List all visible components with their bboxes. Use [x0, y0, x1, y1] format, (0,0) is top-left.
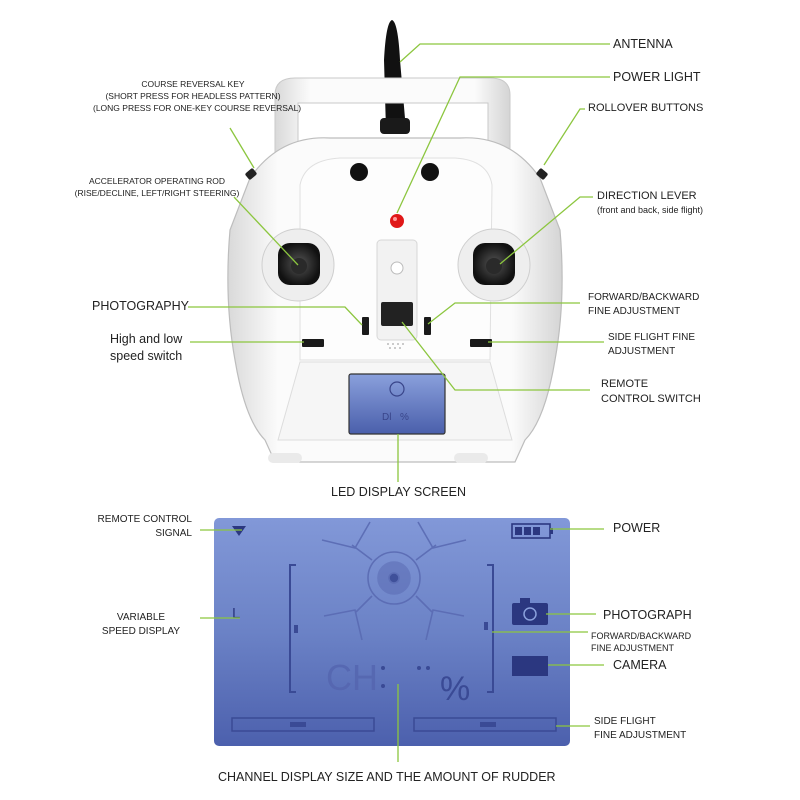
antenna-base — [380, 118, 410, 134]
channel-text: CH — [326, 657, 378, 698]
label-accelerator: ACCELERATOR OPERATING ROD (RISE/DECLINE,… — [74, 176, 240, 198]
label-antenna: ANTENNA — [613, 37, 673, 51]
label-variable-speed: VARIABLE SPEED DISPLAY — [101, 612, 181, 637]
shoulder-key-right[interactable] — [536, 168, 549, 181]
speed-display-char: L — [232, 605, 240, 622]
label-rollover-buttons: ROLLOVER BUTTONS — [588, 102, 704, 114]
label-camera: CAMERA — [613, 658, 667, 672]
label-photography: PHOTOGRAPHY — [92, 299, 190, 313]
rollover-button-right[interactable] — [421, 163, 439, 181]
power-light-icon — [390, 214, 404, 228]
svg-text:Dl: Dl — [382, 412, 391, 423]
photograph-icon — [512, 603, 548, 625]
label-remote-control-switch: REMOTE CONTROL SWITCH — [601, 378, 701, 405]
forward-backward-trim[interactable] — [424, 317, 431, 335]
label-forward-backward-top: FORWARD/BACKWARD FINE ADJUSTMENT — [588, 292, 700, 317]
remote-control-switch[interactable] — [381, 302, 413, 326]
label-side-flight-bottom: SIDE FLIGHT FINE ADJUSTMENT — [594, 716, 687, 741]
small-lcd-screen — [348, 373, 446, 435]
label-side-flight-top: SIDE FLIGHT FINE ADJUSTMENT — [608, 332, 696, 357]
label-direction-lever: DIRECTION LEVER (front and back, side fl… — [597, 190, 704, 215]
label-photograph: PHOTOGRAPH — [603, 608, 692, 622]
label-remote-control-signal: REMOTE CONTROL SIGNAL — [97, 514, 192, 539]
leader-lines — [188, 43, 610, 762]
camera-icon — [512, 656, 548, 676]
photography-trim[interactable] — [362, 317, 369, 335]
lcd-detail-background — [214, 518, 570, 746]
label-channel-display: CHANNEL DISPLAY SIZE AND THE AMOUNT OF R… — [218, 770, 556, 784]
drone-graphic — [321, 521, 467, 641]
course-reversal-key[interactable] — [245, 168, 258, 181]
label-led-display-screen: LED DISPLAY SCREEN — [331, 485, 467, 499]
label-forward-backward-bottom: FORWARD/BACKWARD FINE ADJUSTMENT — [591, 631, 692, 653]
speed-switch[interactable] — [302, 339, 324, 347]
antenna-icon — [384, 20, 406, 130]
svg-text:%: % — [400, 412, 409, 423]
lcd-detail-panel: L CH % — [214, 518, 570, 746]
percent-text: % — [440, 670, 470, 708]
signal-icon — [232, 526, 246, 536]
label-high-low-speed: High and low speed switch — [110, 332, 183, 363]
label-power: POWER — [613, 521, 661, 535]
label-power-light: POWER LIGHT — [613, 70, 701, 84]
rollover-button-left[interactable] — [350, 163, 368, 181]
label-course-reversal: COURSE REVERSAL KEY (SHORT PRESS FOR HEA… — [93, 79, 302, 113]
photo-button[interactable] — [390, 261, 404, 275]
side-flight-trim[interactable] — [470, 339, 492, 347]
